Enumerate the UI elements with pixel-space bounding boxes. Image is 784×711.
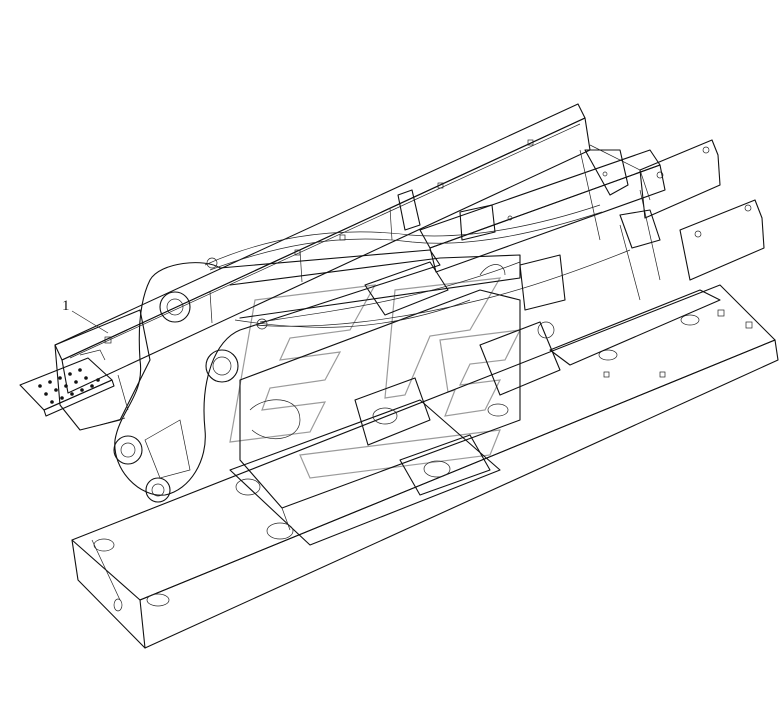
- rear-brackets: [639, 139, 765, 281]
- front-left-bracket: [54, 309, 151, 431]
- boom-arm: [99, 249, 521, 503]
- watermark-logo: [229, 277, 522, 479]
- callout-1: 1: [62, 298, 109, 334]
- inspection-covers: [93, 403, 509, 607]
- hydraulic-lines: [204, 204, 631, 339]
- inner-webs: [364, 171, 641, 316]
- step-plate: [19, 357, 115, 417]
- step-holes: [38, 368, 100, 404]
- inner-wall: [239, 289, 521, 531]
- callout-leader-line: [71, 310, 109, 334]
- cross-members: [229, 144, 721, 546]
- right-box-beam: [71, 284, 779, 649]
- callout-label: 1: [62, 298, 70, 314]
